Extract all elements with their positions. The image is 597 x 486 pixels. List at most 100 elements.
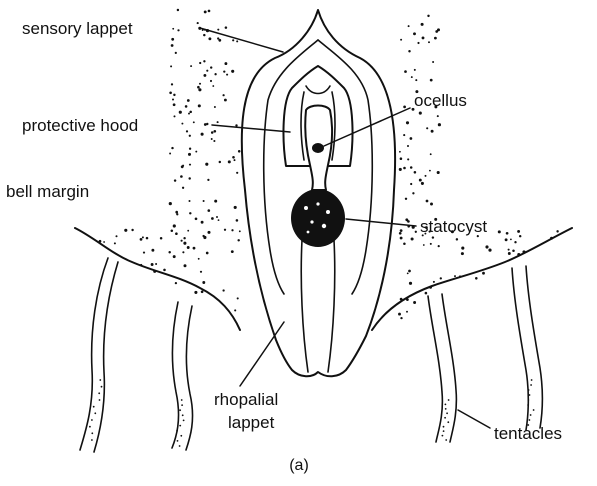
stipple-dot xyxy=(181,165,184,168)
stipple-dot xyxy=(505,238,508,241)
stipple-dot xyxy=(173,103,176,106)
stipple-dot xyxy=(214,73,216,75)
stipple-dot xyxy=(413,32,416,35)
ocellus xyxy=(312,143,324,153)
stipple-dot xyxy=(201,133,204,136)
stipple-dot xyxy=(201,221,204,224)
stipple-dot xyxy=(207,179,209,181)
stipple-dot xyxy=(226,74,228,76)
stipple-dot xyxy=(223,70,225,72)
stipple-dot xyxy=(197,86,200,89)
stipple-dot xyxy=(179,111,182,114)
stipple-dot xyxy=(200,271,202,273)
tentacle-stipple-dot xyxy=(530,384,532,386)
stipple-dot xyxy=(198,104,201,107)
tentacle-stipple-dot xyxy=(93,406,95,408)
stipple-dot xyxy=(406,121,409,124)
stipple-dot xyxy=(173,224,176,227)
stipple-dot xyxy=(186,130,188,132)
stipple-dot xyxy=(140,238,143,241)
stipple-dot xyxy=(415,231,417,233)
stipple-dot xyxy=(498,230,501,233)
stipple-dot xyxy=(199,83,201,85)
stipple-dot xyxy=(207,209,210,212)
stipple-dot xyxy=(412,192,414,194)
stipple-dot xyxy=(400,229,403,232)
stipple-dot xyxy=(438,123,441,126)
leader-sensory-lappet xyxy=(200,28,283,52)
stipple-dot xyxy=(222,94,224,96)
label-bell-margin: bell margin xyxy=(6,182,89,201)
stipple-dot xyxy=(175,232,178,235)
label-rhopalial-lappet-line2: lappet xyxy=(228,413,275,432)
stipple-dot xyxy=(410,183,412,185)
stipple-dot xyxy=(214,200,217,203)
stipple-dot xyxy=(206,252,209,255)
tentacle-stipple-dot xyxy=(181,399,183,401)
figure-caption: (a) xyxy=(289,457,309,474)
tentacle-stipple-dot xyxy=(179,445,181,447)
stipple-dot xyxy=(399,232,402,235)
stipple-dot xyxy=(188,113,190,115)
stipple-dot xyxy=(183,237,185,239)
tentacle-stipple-dot xyxy=(183,420,185,422)
stipple-dot xyxy=(124,229,127,232)
tentacle-stipple-dot xyxy=(179,409,181,411)
stipple-dot xyxy=(426,127,428,129)
tentacle-stipple-dot xyxy=(181,404,183,406)
stipple-dot xyxy=(508,249,510,251)
stipple-dot xyxy=(400,39,402,41)
stipple-dot xyxy=(440,277,442,279)
label-rhopalial-lappet-line1: rhopalial xyxy=(214,390,278,409)
stipple-dot xyxy=(193,121,195,123)
stipple-dot xyxy=(169,153,171,155)
stipple-dot xyxy=(425,292,428,295)
stipple-dot xyxy=(181,240,183,242)
stipple-dot xyxy=(488,249,491,252)
stipple-dot xyxy=(115,235,117,237)
stipple-dot xyxy=(163,269,166,272)
stipple-dot xyxy=(237,239,239,241)
stipple-dot xyxy=(428,41,430,43)
stipple-dot xyxy=(231,250,234,253)
stipple-dot xyxy=(201,290,204,293)
stipple-dot xyxy=(160,237,163,240)
stipple-dot xyxy=(232,156,235,159)
label-protective-hood: protective hood xyxy=(22,116,138,135)
stipple-dot xyxy=(403,243,406,246)
tentacle-right-2 xyxy=(512,266,542,430)
stipple-dot xyxy=(217,121,219,123)
stipple-dot xyxy=(406,311,408,313)
stipple-dot xyxy=(212,85,214,87)
stipple-dot xyxy=(236,172,238,174)
stipple-dot xyxy=(217,37,219,39)
stipple-dot xyxy=(400,237,403,240)
stipple-dot xyxy=(407,272,409,274)
stipple-dot xyxy=(182,251,184,253)
stipple-dot xyxy=(193,247,196,250)
stipple-dot xyxy=(211,131,214,134)
stipple-dot xyxy=(183,242,186,245)
stipple-dot xyxy=(427,15,429,17)
stipple-dot xyxy=(142,236,144,238)
stipple-dot xyxy=(238,150,241,153)
stipple-dot xyxy=(461,252,464,255)
tentacle-stipple-dot xyxy=(529,419,531,421)
stipple-dot xyxy=(146,237,149,240)
stipple-dot xyxy=(419,112,422,115)
stipple-dot xyxy=(208,10,211,13)
stipple-dot xyxy=(151,263,154,266)
stipple-dot xyxy=(214,106,216,108)
stipple-dot xyxy=(213,140,215,142)
stipple-dot xyxy=(151,249,154,252)
stipple-dot xyxy=(432,61,434,63)
tentacle-stipple-dot xyxy=(443,430,445,432)
label-sensory-lappet: sensory lappet xyxy=(22,19,133,38)
stipple-dot xyxy=(169,202,172,205)
tentacle-stipple-dot xyxy=(445,404,447,406)
stipple-dot xyxy=(190,65,192,67)
stipple-dot xyxy=(175,282,177,284)
stipple-dot xyxy=(517,230,520,233)
stipple-dot xyxy=(432,236,434,238)
